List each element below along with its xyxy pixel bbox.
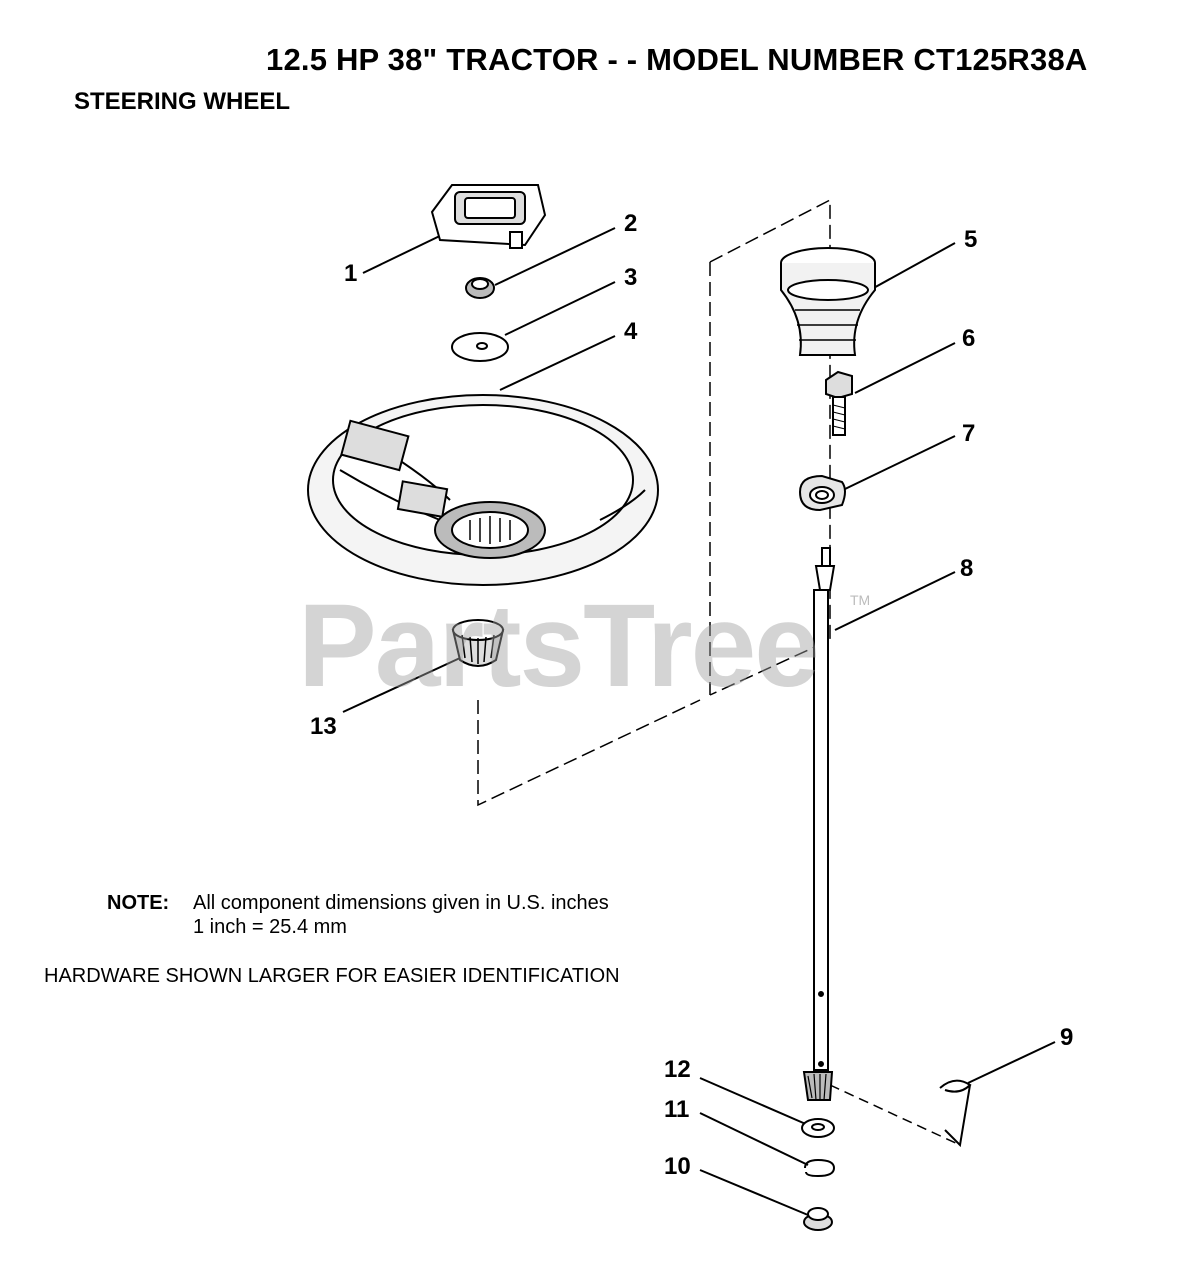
cotter-pin-part (939, 1079, 972, 1148)
nut-part (465, 277, 495, 299)
callout-2[interactable]: 2 (624, 210, 638, 237)
callout-8[interactable]: 8 (960, 555, 974, 582)
flange-bearing-part (798, 474, 846, 512)
end-cap-part (803, 1207, 833, 1231)
callout-5[interactable]: 5 (964, 226, 978, 253)
note-line-1: All component dimensions given in U.S. i… (193, 892, 609, 914)
callout-7[interactable]: 7 (962, 420, 976, 447)
diagram-subtitle: STEERING WHEEL (74, 88, 291, 115)
callout-3[interactable]: 3 (624, 264, 638, 291)
steering-wheel-part (307, 394, 659, 586)
bolt-part (825, 370, 853, 436)
steering-adapter-part (451, 619, 505, 667)
steering-shaft-part (802, 547, 836, 1101)
washer-part (451, 332, 509, 362)
note-label: NOTE: (107, 892, 170, 914)
hardware-note: HARDWARE SHOWN LARGER FOR EASIER IDENTIF… (44, 965, 620, 987)
trademark-mark: TM (850, 592, 871, 608)
gear-washer-part (801, 1118, 835, 1138)
callout-4[interactable]: 4 (624, 318, 638, 345)
dimension-note: NOTE: All component dimensions given in U… (107, 892, 609, 938)
callout-10[interactable]: 10 (664, 1153, 691, 1180)
diagram-title: 12.5 HP 38" TRACTOR - - MODEL NUMBER CT1… (266, 42, 1088, 77)
snap-ring-part (804, 1158, 836, 1178)
callout-12[interactable]: 12 (664, 1056, 691, 1083)
note-line-2: 1 inch = 25.4 mm (193, 916, 347, 938)
watermark-logo: PartsTree (298, 580, 820, 712)
horn-cap-part (430, 184, 547, 249)
callout-1[interactable]: 1 (344, 260, 358, 287)
callout-13[interactable]: 13 (310, 713, 337, 740)
callout-6[interactable]: 6 (962, 325, 976, 352)
bellows-part (780, 247, 876, 356)
callout-11[interactable]: 11 (664, 1096, 690, 1123)
callout-9[interactable]: 9 (1060, 1024, 1074, 1051)
